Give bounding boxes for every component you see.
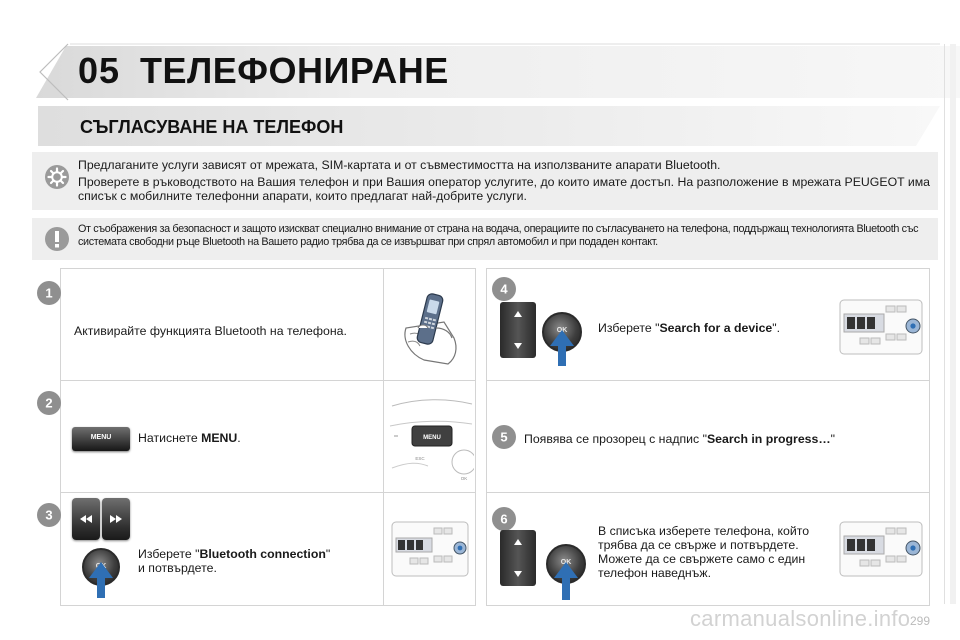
watermark: carmanualsonline.info: [690, 606, 911, 631]
seek-arrows-icon: [80, 515, 122, 523]
step-6-line-2: трябва да се свърже и потвърдете.: [598, 538, 799, 552]
step-6-line-1: В списъка изберете телефона, който: [598, 524, 810, 538]
step-6-line-4: телефон наведнъж.: [598, 566, 711, 580]
chapter-title: ТЕЛЕФОНИРАНЕ: [140, 50, 449, 91]
panel-esc-label: ESC: [415, 456, 425, 461]
step-number-4: 4: [500, 282, 508, 297]
step-4-text: Изберете "Search for a device".: [598, 321, 828, 335]
info-box: [32, 152, 938, 210]
step-5-post: ": [830, 432, 836, 446]
step-4-bold: Search for a device: [659, 321, 773, 335]
arrow-up-icon: [562, 576, 570, 600]
phone-in-hand-illustration: [404, 293, 457, 365]
step-6-line-3: Можете да се свържете само с един: [598, 552, 806, 566]
warning-text: От съображения за безопасност и защото и…: [78, 223, 919, 248]
step-5-pre: Появява се прозорец с надпис ": [524, 432, 707, 446]
arrow-up-head: [550, 330, 574, 346]
step-badge-6: 6: [492, 507, 516, 531]
section-title: СЪГЛАСУВАНЕ НА ТЕЛЕФОН: [80, 117, 344, 137]
step-number-3: 3: [45, 508, 52, 523]
step-4-pre: Изберете ": [598, 321, 660, 335]
cell-divider: [60, 380, 476, 381]
arrow-up-head: [89, 562, 113, 578]
step-2-pre: Натиснете: [138, 431, 202, 445]
step-badge-4: 4: [492, 277, 516, 301]
step-number-5: 5: [500, 430, 507, 445]
step-2-text: Натиснете MENU.: [138, 431, 378, 445]
step-4-post: ".: [772, 321, 781, 335]
arrow-up-icon: [558, 344, 566, 366]
arrow-up-icon: [97, 576, 105, 598]
step-number-2: 2: [45, 396, 52, 411]
radio-panel-illustration: [839, 521, 923, 577]
arrow-up-head: [554, 562, 578, 578]
step-2-bold: MENU: [201, 431, 238, 445]
step-number-6: 6: [500, 512, 507, 527]
step-5-bold: Search in progress…: [706, 432, 831, 446]
step-6-text: В списъка изберете телефона, който трябв…: [598, 524, 834, 580]
step-3-line2: и потвърдете.: [138, 561, 217, 575]
step-number-1: 1: [45, 286, 52, 301]
cell-divider: [383, 268, 384, 606]
step-badge-1: 1: [37, 281, 61, 305]
info-paragraph-2: Проверете в ръководството на Вашия телеф…: [78, 175, 931, 203]
gear-icon: [45, 165, 69, 189]
radio-panel-illustration: [839, 299, 923, 355]
step-badge-5: 5: [492, 425, 516, 449]
page-edge-line: [944, 44, 945, 604]
menu-key: MENU: [72, 427, 130, 451]
cell-divider: [486, 380, 930, 381]
exclamation-icon: [45, 227, 69, 251]
panel-menu-label: MENU: [423, 435, 441, 441]
page-number: 299: [909, 614, 930, 628]
step-3-text: Изберете "Bluetooth connection" и потвър…: [138, 547, 378, 575]
up-down-arrows-icon: [514, 539, 522, 577]
step-3-pre: Изберете ": [138, 547, 200, 561]
panel-ok-label: OK: [461, 476, 468, 481]
chapter-header-band: [36, 43, 960, 101]
step-5-text: Появява се прозорец с надпис "Search in …: [524, 432, 924, 446]
cell-divider: [486, 492, 930, 493]
radio-panel-illustration: [391, 521, 469, 577]
up-down-arrows-icon: [514, 311, 522, 349]
chapter-number: 05: [78, 50, 121, 91]
step-3-bold: Bluetooth connection: [199, 547, 326, 561]
page-edge-strip: [950, 44, 956, 604]
section-title-band: [38, 106, 940, 146]
warning-box: [32, 218, 938, 260]
step-badge-2: 2: [37, 391, 61, 415]
info-paragraph-1: Предлаганите услуги зависят от мрежата, …: [78, 158, 721, 172]
radio-panel-menu-illustration: MENU ESC OK: [389, 399, 474, 481]
info-text: Предлаганите услуги зависят от мрежата, …: [78, 158, 930, 206]
step-2-post: .: [237, 431, 241, 445]
step-badge-3: 3: [37, 503, 61, 527]
cell-divider: [60, 492, 476, 493]
step-3-post: ": [325, 547, 331, 561]
step-1-text: Активирайте функцията Bluetooth на телеф…: [74, 324, 347, 338]
